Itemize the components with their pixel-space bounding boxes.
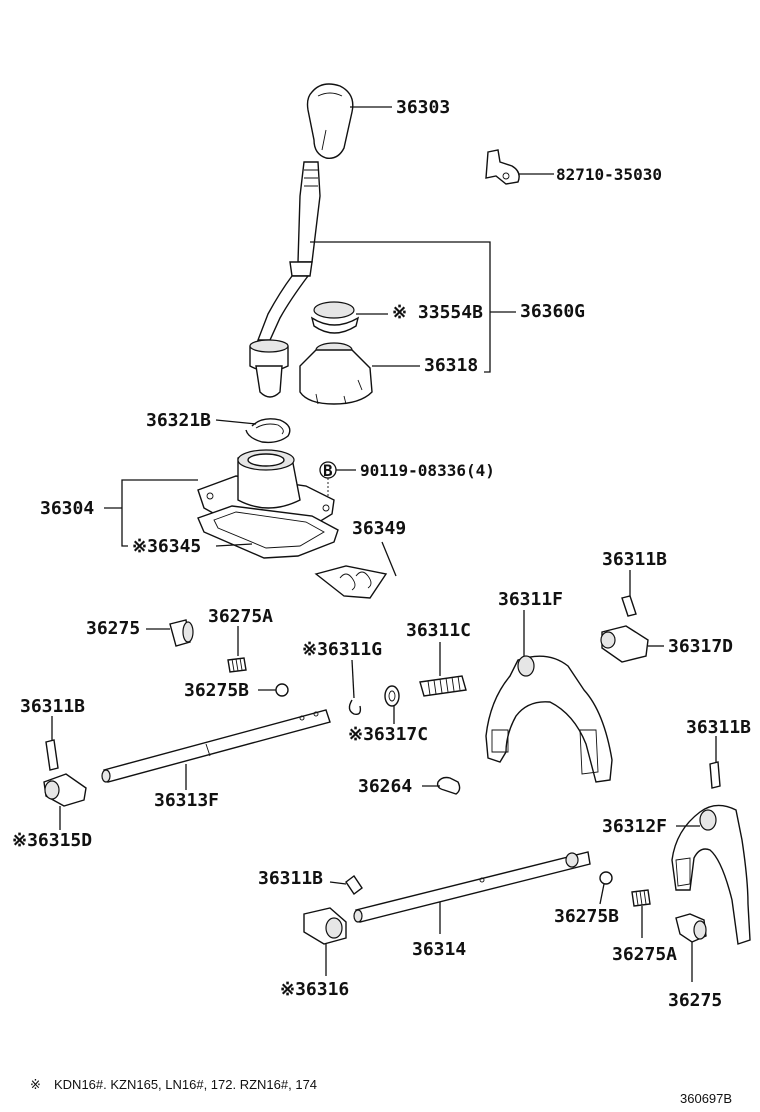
pin-bottom [345,874,363,896]
boot-small [310,301,360,334]
leader-pin-bottom [329,881,347,885]
footnote-text: KDN16#. KZN165, LN16#, 172. RZN16#, 174 [54,1077,317,1092]
label-bolt-b-mark: B [323,461,333,480]
leader-spring-plate [381,541,397,577]
label-boot-large: 36318 [424,355,478,376]
shift-head-left [43,773,87,807]
drawing-number: 360697B [680,1091,732,1106]
boot-large [299,342,373,405]
label-snap-ring-top: 36321B [146,410,211,431]
snap-ring-mid [348,699,362,716]
label-boot-small: ※ 33554B [392,302,483,323]
label-washer-mid: ※36317C [348,724,428,745]
pin-right-mid [709,761,721,789]
snap-ring-top [245,418,291,444]
shift-head-bottom [303,907,347,945]
label-spring-right: 36275A [612,944,677,965]
retainer-gasket [197,505,339,559]
ball-left [275,683,289,697]
washer-mid [384,685,400,707]
leader-snap-ring-mid [351,659,355,699]
label-spring-plate: 36349 [352,518,406,539]
label-snap-ring-mid: ※36311G [302,639,382,660]
label-boot-assy: 36360G [520,301,585,322]
leader-snap-ring-top [215,419,257,425]
label-clamp: 82710-35030 [556,165,662,184]
label-plug-right: 36275 [668,990,722,1011]
label-pin-right-top: 36311B [602,549,667,570]
label-head-right: 36317D [668,636,733,657]
label-interlock-pin: 36264 [358,776,412,797]
fork-shaft-lower [353,851,591,923]
label-spring-left: 36275A [208,606,273,627]
bracket-boot-assy [310,241,491,373]
label-shaft-lower: 36314 [412,939,466,960]
label-pin-left: 36311B [20,696,85,717]
shift-head-right [600,625,649,663]
pin-right-top [621,595,637,617]
footnote-mark: ※ [30,1077,41,1092]
shift-knob [306,83,354,159]
label-plug-left: 36275 [86,618,140,639]
plug-left [169,619,194,647]
shift-fork-large [485,655,613,783]
label-ball-left: 36275B [184,680,249,701]
label-spring-mid: 36311C [406,620,471,641]
label-shaft-upper: 36313F [154,790,219,811]
label-retainer: 36304 [40,498,94,519]
wire-clamp [485,149,520,185]
shift-lever [249,161,321,398]
spring-plate [314,565,388,599]
pin-left [45,739,59,771]
compression-spring-mid [419,675,467,697]
shift-fork-small [671,804,751,945]
label-bolt-b: 90119-08336(4) [360,461,495,480]
label-pin-right-mid: 36311B [686,717,751,738]
label-head-bottom: ※36316 [280,979,349,1000]
interlock-pin [436,776,461,795]
spring-left [227,657,247,673]
spring-right [631,889,651,907]
label-fork-small: 36312F [602,816,667,837]
label-fork-large: 36311F [498,589,563,610]
ball-right [599,871,613,885]
label-ball-right: 36275B [554,906,619,927]
bracket-retainer [121,479,198,547]
fork-shaft-upper [101,709,331,783]
label-knob: 36303 [396,97,450,118]
label-retainer-gasket: ※36345 [132,536,201,557]
label-pin-bottom: 36311B [258,868,323,889]
label-head-left: ※36315D [12,830,92,851]
leader-retainer-gasket [215,543,253,547]
plug-right [675,913,707,943]
leader-ball-right [599,883,605,905]
